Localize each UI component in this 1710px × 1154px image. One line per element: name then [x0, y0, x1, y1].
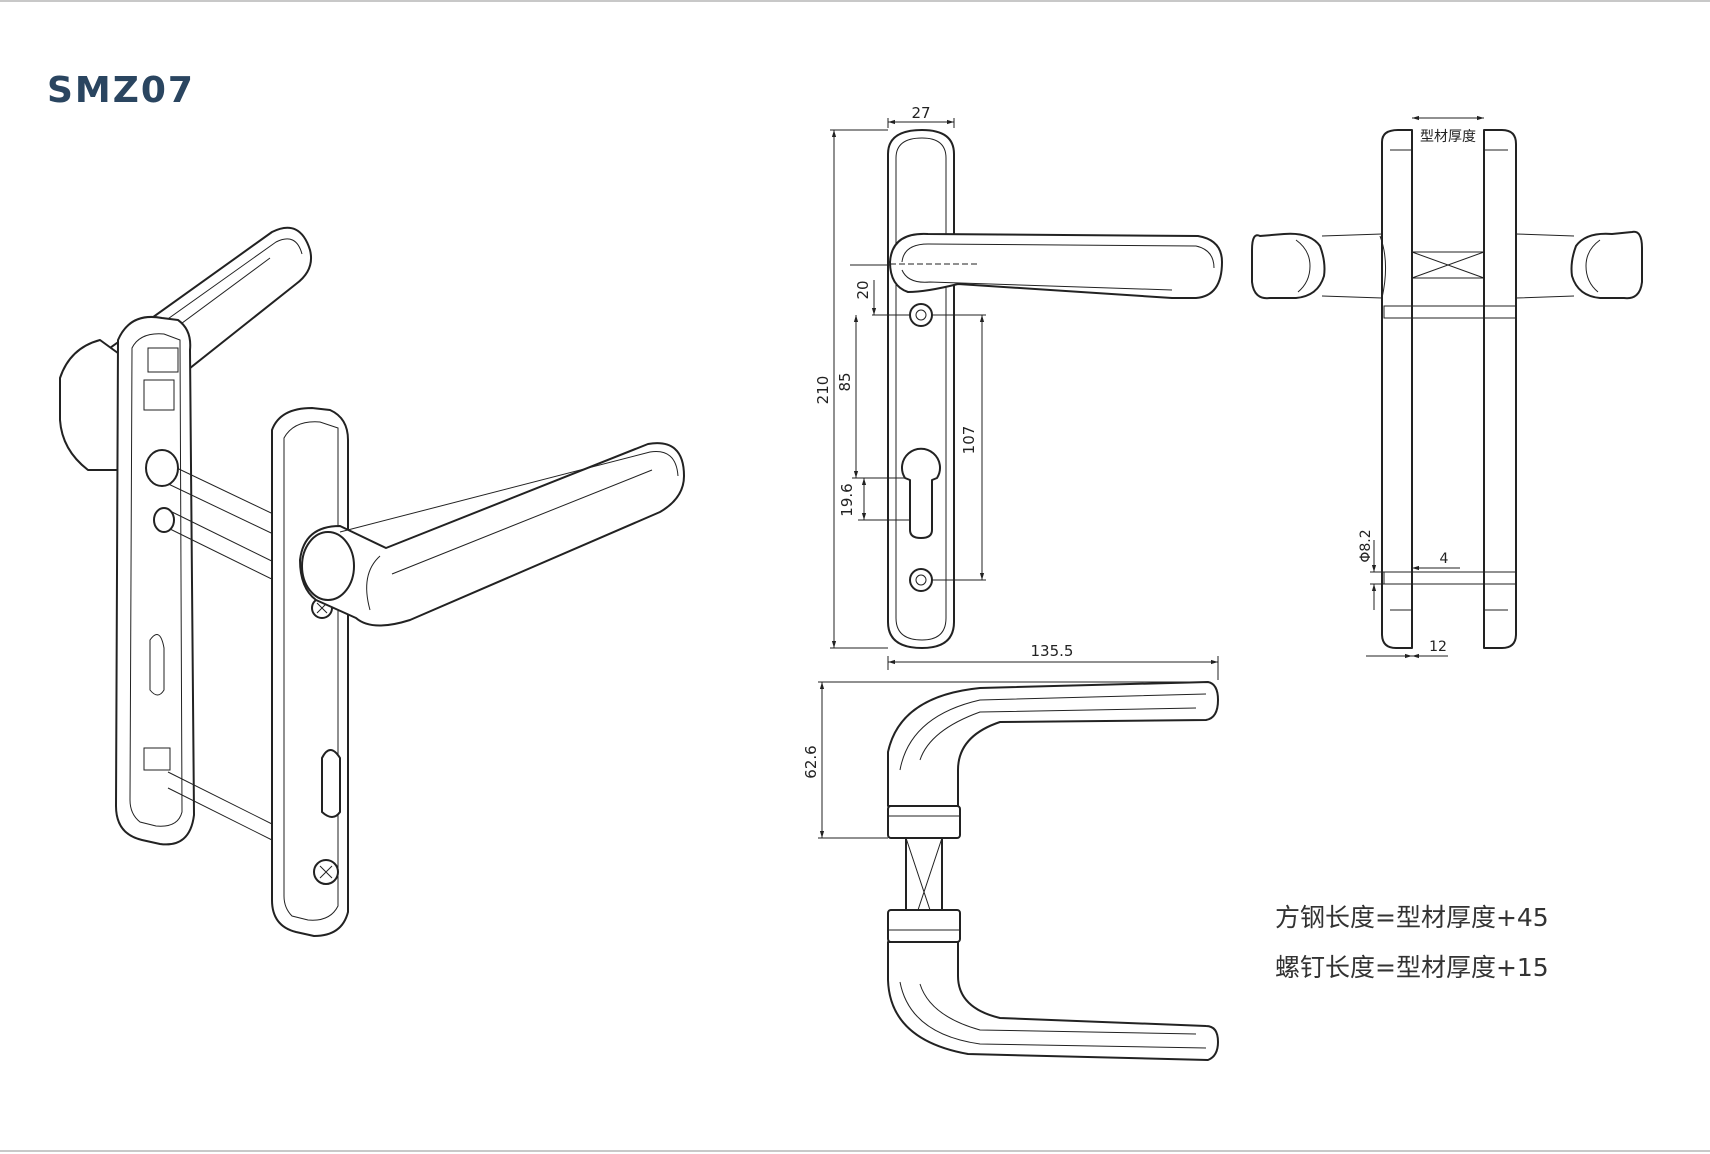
dim-handle-height: 62.6 — [802, 745, 820, 778]
dim-total-height: 210 — [814, 376, 832, 405]
model-title: SMZ07 — [47, 70, 195, 111]
isometric-view — [59, 226, 685, 937]
iso-front-handle — [299, 442, 685, 627]
top-border-line — [0, 0, 1710, 2]
note-screw-length: 螺钉长度=型材厚度+15 — [1275, 953, 1549, 982]
dim-plate-width: 27 — [911, 104, 930, 122]
dim-cylinder-offset: 19.6 — [838, 483, 856, 516]
front-view: 27 210 20 85 19.6 107 — [814, 104, 1223, 649]
dim-profile-thickness: 型材厚度 — [1420, 129, 1476, 145]
dim-handle-to-hole: 20 — [854, 280, 872, 299]
dim-gap-4: 4 — [1440, 551, 1449, 567]
note-spindle-length: 方钢长度=型材厚度+45 — [1275, 903, 1549, 932]
iso-front-plate — [271, 407, 349, 937]
dim-hole-spacing: 107 — [960, 426, 978, 455]
dim-screw-diameter: Φ8.2 — [1358, 529, 1374, 562]
bottom-border-line — [0, 1150, 1710, 1152]
top-view: 135.5 62.6 — [802, 642, 1219, 1061]
dim-gap-12: 12 — [1429, 639, 1447, 655]
dim-handle-length: 135.5 — [1031, 642, 1074, 660]
side-view: 型材厚度 Φ8.2 4 12 — [1251, 115, 1643, 659]
iso-back-plate — [115, 316, 195, 846]
iso-spindles — [145, 449, 291, 843]
dim-hole-to-cylinder: 85 — [836, 372, 854, 391]
